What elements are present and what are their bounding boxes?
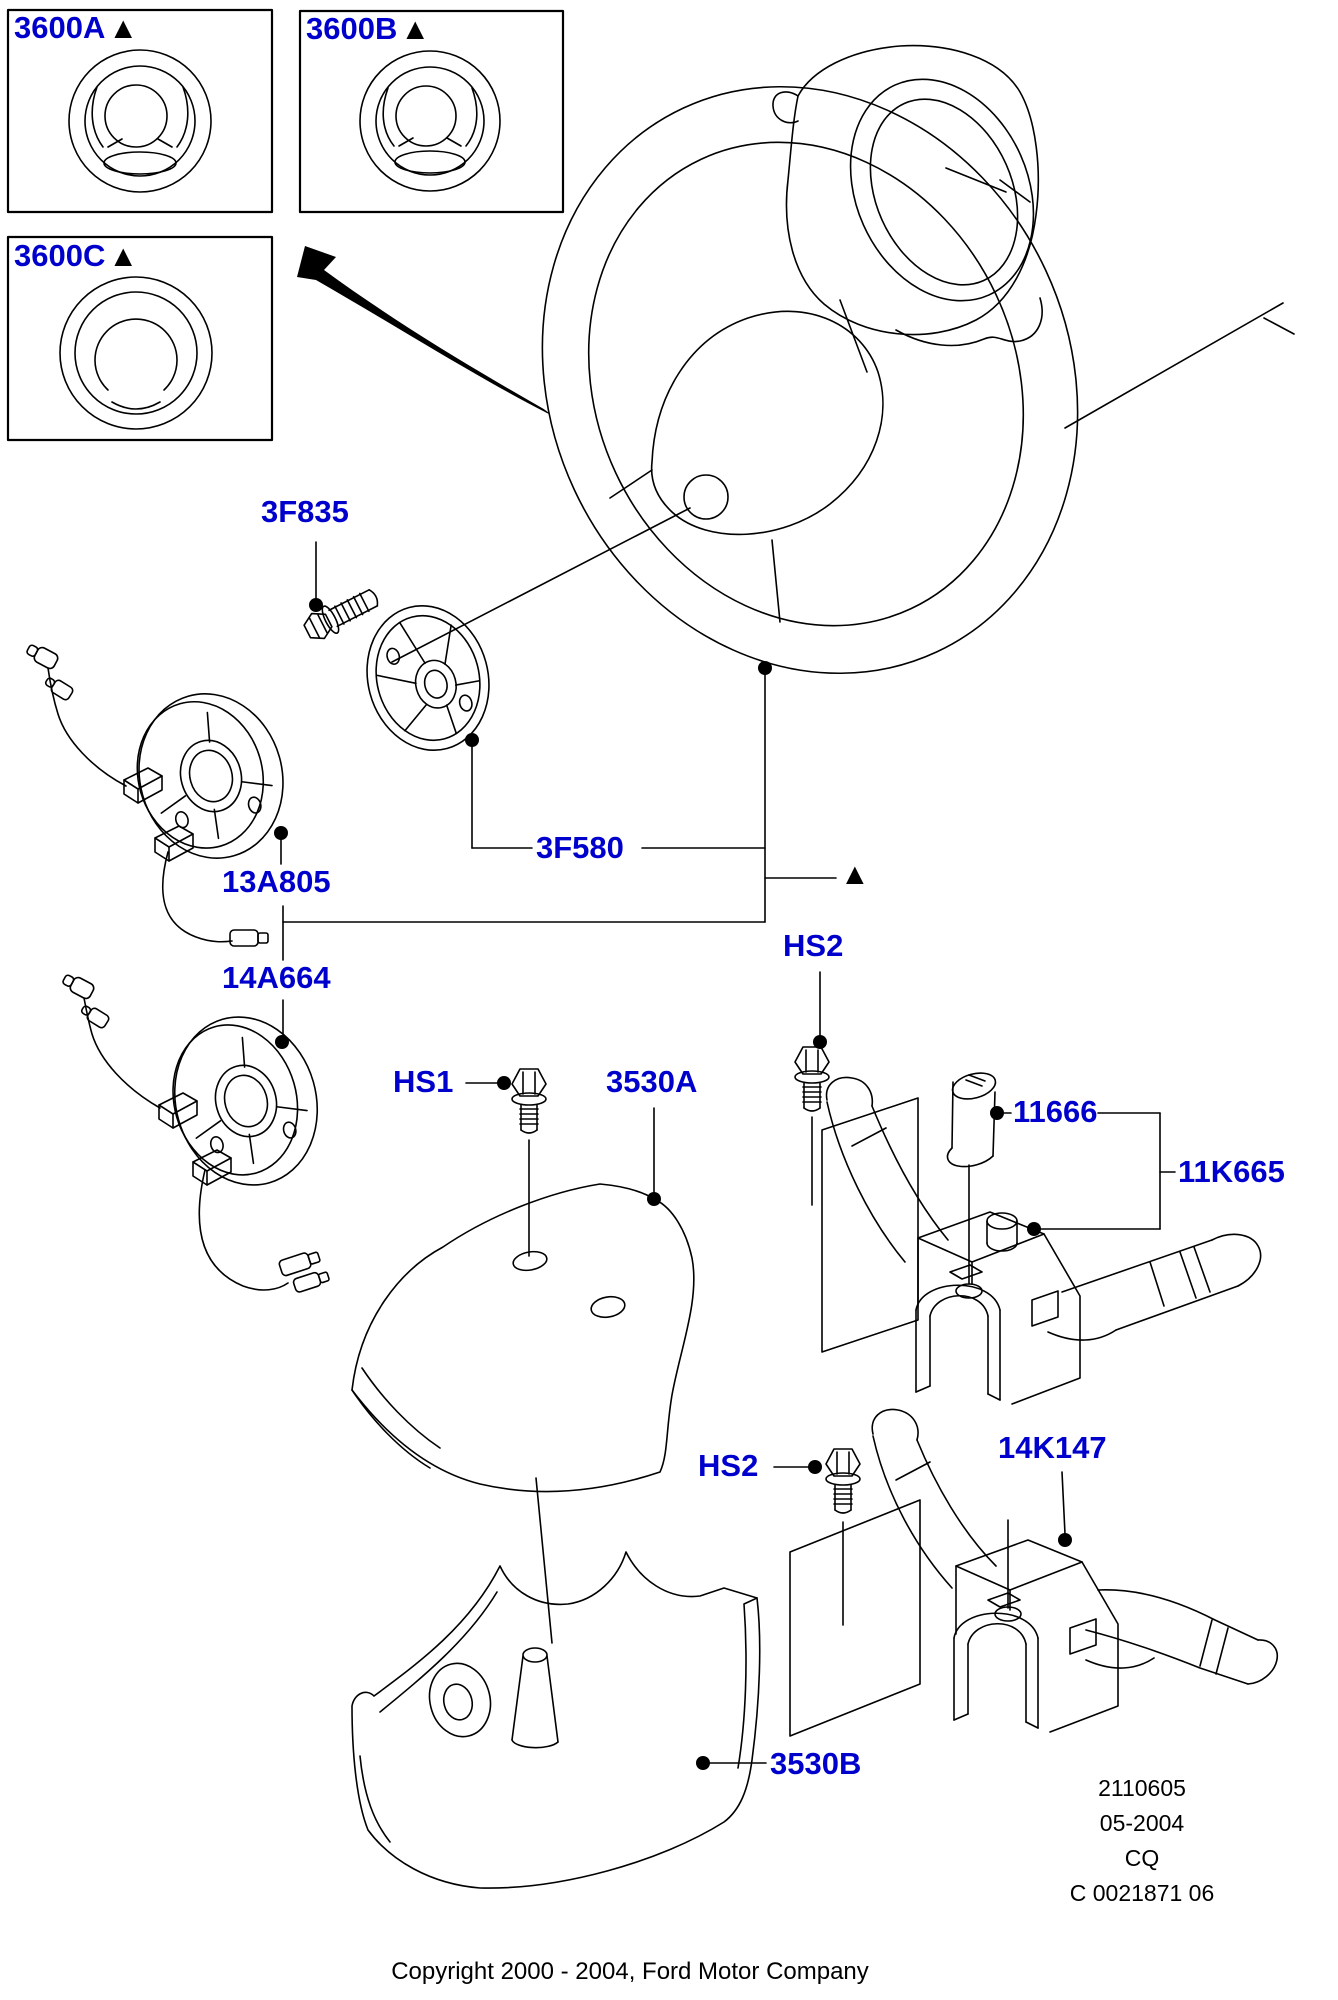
clockspring-upper-art xyxy=(26,644,284,947)
inset-box-3600B xyxy=(298,9,565,214)
callout-14A664[interactable]: 14A664 xyxy=(222,960,331,995)
callout-label[interactable]: 11666 xyxy=(1013,1094,1098,1129)
combo-switch-upper-art xyxy=(821,1076,1262,1405)
plate-date: 05-2004 xyxy=(1099,1810,1185,1836)
callout-label[interactable]: 3600A xyxy=(14,10,106,45)
callout-3F580[interactable]: 3F580 xyxy=(536,830,624,865)
callout-label[interactable]: 3600B xyxy=(306,11,398,46)
rotate-arrow-icon xyxy=(297,246,550,414)
copyright-text: Copyright 2000 - 2004, Ford Motor Compan… xyxy=(391,1958,869,1985)
bolt-hs2-upper-art xyxy=(794,1046,830,1112)
footnote-triangle-marker: ▲ xyxy=(840,858,870,892)
plate-doc-code: C 0021871 06 xyxy=(1069,1880,1215,1906)
callout-3F835[interactable]: 3F835 xyxy=(261,494,349,529)
callout-11K665[interactable]: 11K665 xyxy=(1178,1154,1285,1189)
callout-label[interactable]: 3530A xyxy=(606,1064,698,1099)
plate-number: 2110605 xyxy=(1098,1775,1186,1801)
footnote-triangle-icon: ▲ xyxy=(400,13,431,46)
bolt-hs1-art xyxy=(511,1068,547,1134)
combo-switch-lower-art xyxy=(789,1408,1279,1737)
callout-3530A[interactable]: 3530A xyxy=(606,1064,698,1099)
callout-label[interactable]: 11K665 xyxy=(1178,1154,1285,1189)
hub-to-horn-plate-leader xyxy=(391,507,691,663)
bolt-hs2-lower-art xyxy=(825,1448,861,1514)
callout-3600A[interactable]: 3600A▲ xyxy=(14,10,139,45)
plate-code: CQ xyxy=(1124,1845,1160,1871)
footnote-triangle-icon: ▲ xyxy=(108,12,139,45)
callout-3600B[interactable]: 3600B▲ xyxy=(306,11,431,46)
callout-label[interactable]: 13A805 xyxy=(222,864,331,899)
callout-3600C[interactable]: 3600C▲ xyxy=(14,238,139,273)
footnote-triangle-icon: ▲ xyxy=(108,240,139,273)
callout-3530B[interactable]: 3530B xyxy=(770,1746,862,1781)
callout-label[interactable]: 3600C xyxy=(14,238,106,273)
shroud-lower-art xyxy=(351,1551,761,1889)
inset-box-3600A xyxy=(6,8,274,214)
callout-label[interactable]: 3530B xyxy=(770,1746,862,1781)
callout-14K147[interactable]: 14K147 xyxy=(998,1430,1107,1465)
callout-label[interactable]: 14K147 xyxy=(998,1430,1107,1465)
callout-hs2-upper[interactable]: HS2 xyxy=(783,928,844,963)
callout-label[interactable]: 3F580 xyxy=(536,830,624,865)
steering-wheel-art xyxy=(541,85,1079,675)
callout-label[interactable]: HS2 xyxy=(698,1448,759,1483)
leader-lines xyxy=(280,541,1176,1764)
horn-plate-art xyxy=(366,604,490,752)
callout-hs1[interactable]: HS1 xyxy=(393,1064,454,1099)
callout-label[interactable]: HS1 xyxy=(393,1064,454,1099)
callout-13A805[interactable]: 13A805 xyxy=(222,864,331,899)
plate-info-block: 2110605 05-2004 CQ C 0021871 06 xyxy=(1032,1771,1252,1911)
ignition-cylinder-art xyxy=(946,1072,997,1168)
column-tube-art xyxy=(772,44,1295,429)
callout-label[interactable]: 14A664 xyxy=(222,960,331,995)
callout-11666[interactable]: 11666 xyxy=(1013,1094,1098,1129)
callout-label[interactable]: 3F835 xyxy=(261,494,349,529)
callout-label[interactable]: HS2 xyxy=(783,928,844,963)
callout-hs2-lower[interactable]: HS2 xyxy=(698,1448,759,1483)
clockspring-lower-art xyxy=(62,974,330,1293)
inset-box-3600C xyxy=(6,235,274,442)
callout-dots xyxy=(274,598,1072,1770)
bolt-3f835-art xyxy=(303,589,379,640)
footnote-triangle-icon: ▲ xyxy=(840,858,870,891)
shroud-upper-art xyxy=(351,1183,695,1493)
